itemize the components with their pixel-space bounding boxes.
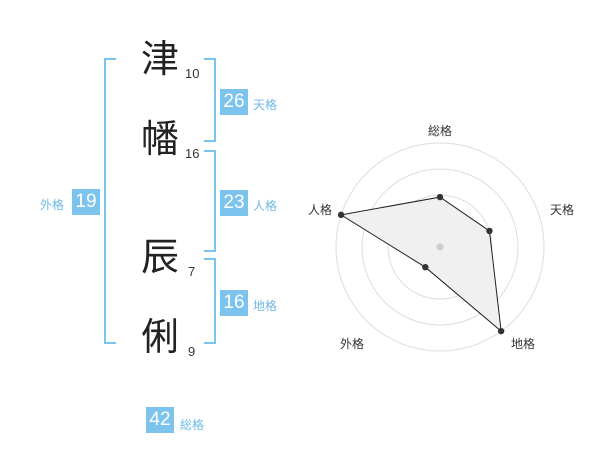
name-column: 津 10 幡 16 辰 7 俐 9 外格 19 26 天格 23 人格 16 地… — [40, 37, 278, 433]
radar-grid-ring — [361, 168, 519, 326]
name-char-2: 幡 — [141, 117, 180, 161]
chikaku-value: 16 — [220, 290, 248, 316]
chikaku-label: 地格 — [253, 299, 278, 313]
jinkaku-value: 23 — [220, 190, 248, 216]
tenkaku-value: 26 — [220, 89, 248, 115]
jinkaku-bracket — [204, 150, 216, 252]
gaikaku-value: 19 — [72, 189, 100, 215]
radar-point-3 — [497, 327, 505, 335]
radar-point-5 — [337, 211, 345, 219]
radar-polygon — [339, 196, 502, 333]
radar-label-gaikaku: 外格 — [340, 337, 365, 351]
radar-points — [337, 193, 505, 335]
radar-label-jinkaku: 人格 — [308, 203, 333, 217]
radar-label-chikaku: 地格 — [511, 337, 536, 351]
radar-svg — [335, 142, 545, 352]
radar-label-tenkaku: 天格 — [550, 203, 575, 217]
stroke-count-4: 9 — [188, 344, 196, 359]
radar-point-2 — [486, 227, 493, 235]
radar-point-1 — [436, 193, 444, 201]
gaikaku-bracket — [104, 58, 116, 344]
radar-label-soukaku: 総格 — [428, 124, 453, 138]
jinkaku-label: 人格 — [253, 199, 278, 213]
name-char-3: 辰 — [141, 235, 180, 279]
gaikaku-label: 外格 — [40, 198, 65, 212]
stroke-count-3: 7 — [188, 264, 196, 279]
radar-center-dot — [436, 243, 444, 251]
stroke-count-1: 10 — [185, 66, 200, 81]
chikaku-bracket — [204, 258, 216, 344]
name-char-1: 津 — [141, 37, 180, 81]
soukaku-value: 42 — [146, 407, 174, 433]
tenkaku-label: 天格 — [253, 98, 278, 112]
name-char-4: 俐 — [141, 315, 180, 359]
radar-point-4 — [422, 263, 429, 271]
stroke-count-2: 16 — [185, 146, 200, 161]
soukaku-label: 総格 — [180, 418, 205, 432]
tenkaku-bracket — [204, 58, 216, 142]
radar-chart: 総格 天格 地格 外格 人格 — [300, 100, 590, 370]
